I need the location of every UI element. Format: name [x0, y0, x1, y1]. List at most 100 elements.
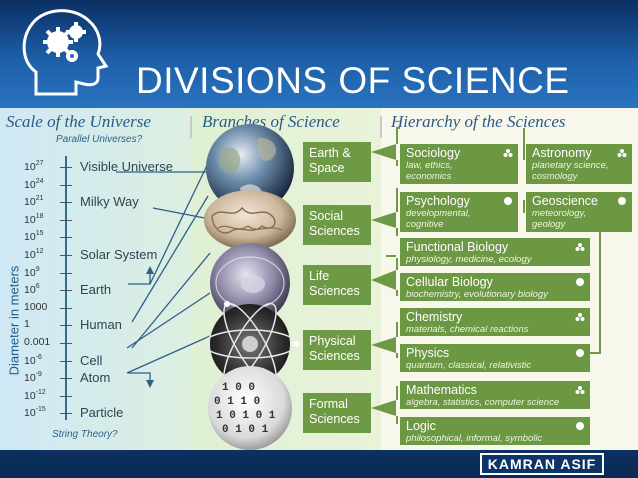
author-badge: KAMRAN ASIF	[480, 453, 604, 475]
dot-icon	[576, 278, 584, 286]
scale-object: Human	[80, 317, 122, 333]
scale-row: 109	[0, 266, 191, 280]
cluster-icon	[575, 386, 585, 394]
link-line	[131, 252, 211, 349]
scale-tick	[60, 413, 72, 415]
scale-value: 10-15	[24, 406, 46, 420]
dot-icon	[576, 349, 584, 357]
scale-value: 1012	[24, 248, 44, 261]
box-mathematics: Mathematics algebra, statistics, compute…	[400, 381, 590, 409]
scale-tick	[60, 343, 72, 344]
scale-value: 106	[24, 283, 40, 297]
cluster-icon	[503, 149, 513, 157]
scale-tick	[60, 395, 72, 397]
header-banner: DIVISIONS OF SCIENCE	[0, 0, 638, 108]
cluster-icon	[575, 243, 585, 251]
box-physics: Physics quantum, classical, relativistic	[400, 344, 590, 372]
scale-object: Visible Universe	[80, 159, 173, 174]
scale-row: 1000	[0, 301, 191, 315]
cluster-icon	[575, 313, 585, 321]
scale-tick	[60, 272, 72, 274]
box-geoscience: Geoscience meteorology, geology	[526, 192, 632, 232]
down-arrow-icon	[146, 380, 154, 388]
link-line	[126, 292, 211, 349]
link-line	[131, 195, 209, 323]
scale-object: Atom	[80, 370, 111, 386]
connector-layer: 1 0 0 0 1 1 0 1 0 1 0 1 0 1 0 1	[116, 124, 601, 450]
atom-image	[203, 301, 299, 387]
scale-value: 1	[24, 318, 30, 331]
scale-object: Milky Way	[80, 194, 139, 210]
dot-icon	[576, 422, 584, 430]
box-astronomy: Astronomy planetary science, cosmology	[526, 144, 632, 184]
scale-row: 10-9 Atom	[0, 370, 191, 386]
bottom-note: String Theory?	[52, 429, 118, 440]
svg-text:1 0 1 0 1: 1 0 1 0 1	[216, 410, 276, 422]
branch-earth-space: Earth &Space	[303, 142, 371, 182]
scale-axis	[65, 156, 67, 420]
scale-tick	[60, 360, 72, 362]
svg-text:1 0 0: 1 0 0	[222, 382, 255, 394]
scale-tick	[60, 184, 72, 186]
link-line	[149, 154, 213, 285]
scale-heading: Scale of the Universe	[6, 112, 151, 131]
scale-value: 109	[24, 265, 40, 279]
connector-line	[396, 127, 400, 144]
brain-image	[204, 190, 296, 250]
scale-row: 10-12	[0, 389, 191, 403]
scale-row: 10-15 Particle	[0, 405, 191, 421]
box-chemistry: Chemistry materials, chemical reactions	[400, 308, 590, 336]
box-psychology: Psychology developmental, cognitive	[400, 192, 518, 232]
cluster-icon	[617, 149, 627, 157]
dot-icon	[504, 197, 512, 205]
scale-value: 1015	[24, 230, 44, 244]
box-functional-biology: Functional Biology physiology, medicine,…	[400, 238, 590, 266]
connector-arrow-icon	[371, 144, 396, 160]
scale-row: 1021 Milky Way	[0, 194, 191, 210]
connector-arrow-icon	[371, 337, 396, 353]
scale-tick	[60, 255, 72, 256]
box-logic: Logic philosophical, informal, symbolic	[400, 417, 590, 445]
scale-value: 0.001	[24, 336, 51, 348]
scale-object: Cell	[80, 352, 103, 368]
scale-tick	[60, 378, 72, 380]
connector-arrow-icon	[371, 400, 396, 416]
section-divider	[190, 116, 192, 138]
diagram-panel: Scale of the Universe Branches of Scienc…	[0, 108, 638, 450]
link-line	[128, 372, 151, 384]
scale-tick	[60, 237, 72, 239]
binary-sphere-image: 1 0 0 0 1 1 0 1 0 1 0 1 0 1 0 1	[208, 366, 292, 450]
scale-row: 1024	[0, 178, 191, 192]
scale-row: 1018	[0, 213, 191, 227]
connector-line	[590, 218, 601, 354]
scale-row: 0.001	[0, 336, 191, 350]
scale-tick	[60, 202, 72, 204]
scale-row: 1015	[0, 230, 191, 244]
scale-value: 10-9	[24, 371, 42, 385]
scale-tick	[60, 167, 72, 168]
scale-value: 1000	[24, 300, 48, 313]
scale-tick	[60, 219, 72, 221]
head-gears-icon	[22, 9, 109, 96]
top-note: Parallel Universes?	[56, 134, 143, 145]
box-sociology: Sociology law, ethics, economics	[400, 144, 518, 184]
scale-value: 10-12	[24, 388, 46, 402]
scale-object: Particle	[80, 405, 124, 421]
scale-value: 1024	[24, 177, 44, 191]
scale-tick	[60, 325, 72, 327]
scale-value: 1021	[24, 195, 44, 209]
connector-arrow-icon	[371, 270, 396, 290]
link-line	[126, 335, 211, 374]
scale-tick	[60, 290, 72, 292]
up-arrow-icon	[146, 266, 154, 274]
connector-arrow-icon	[371, 212, 396, 228]
scale-column	[0, 108, 191, 450]
